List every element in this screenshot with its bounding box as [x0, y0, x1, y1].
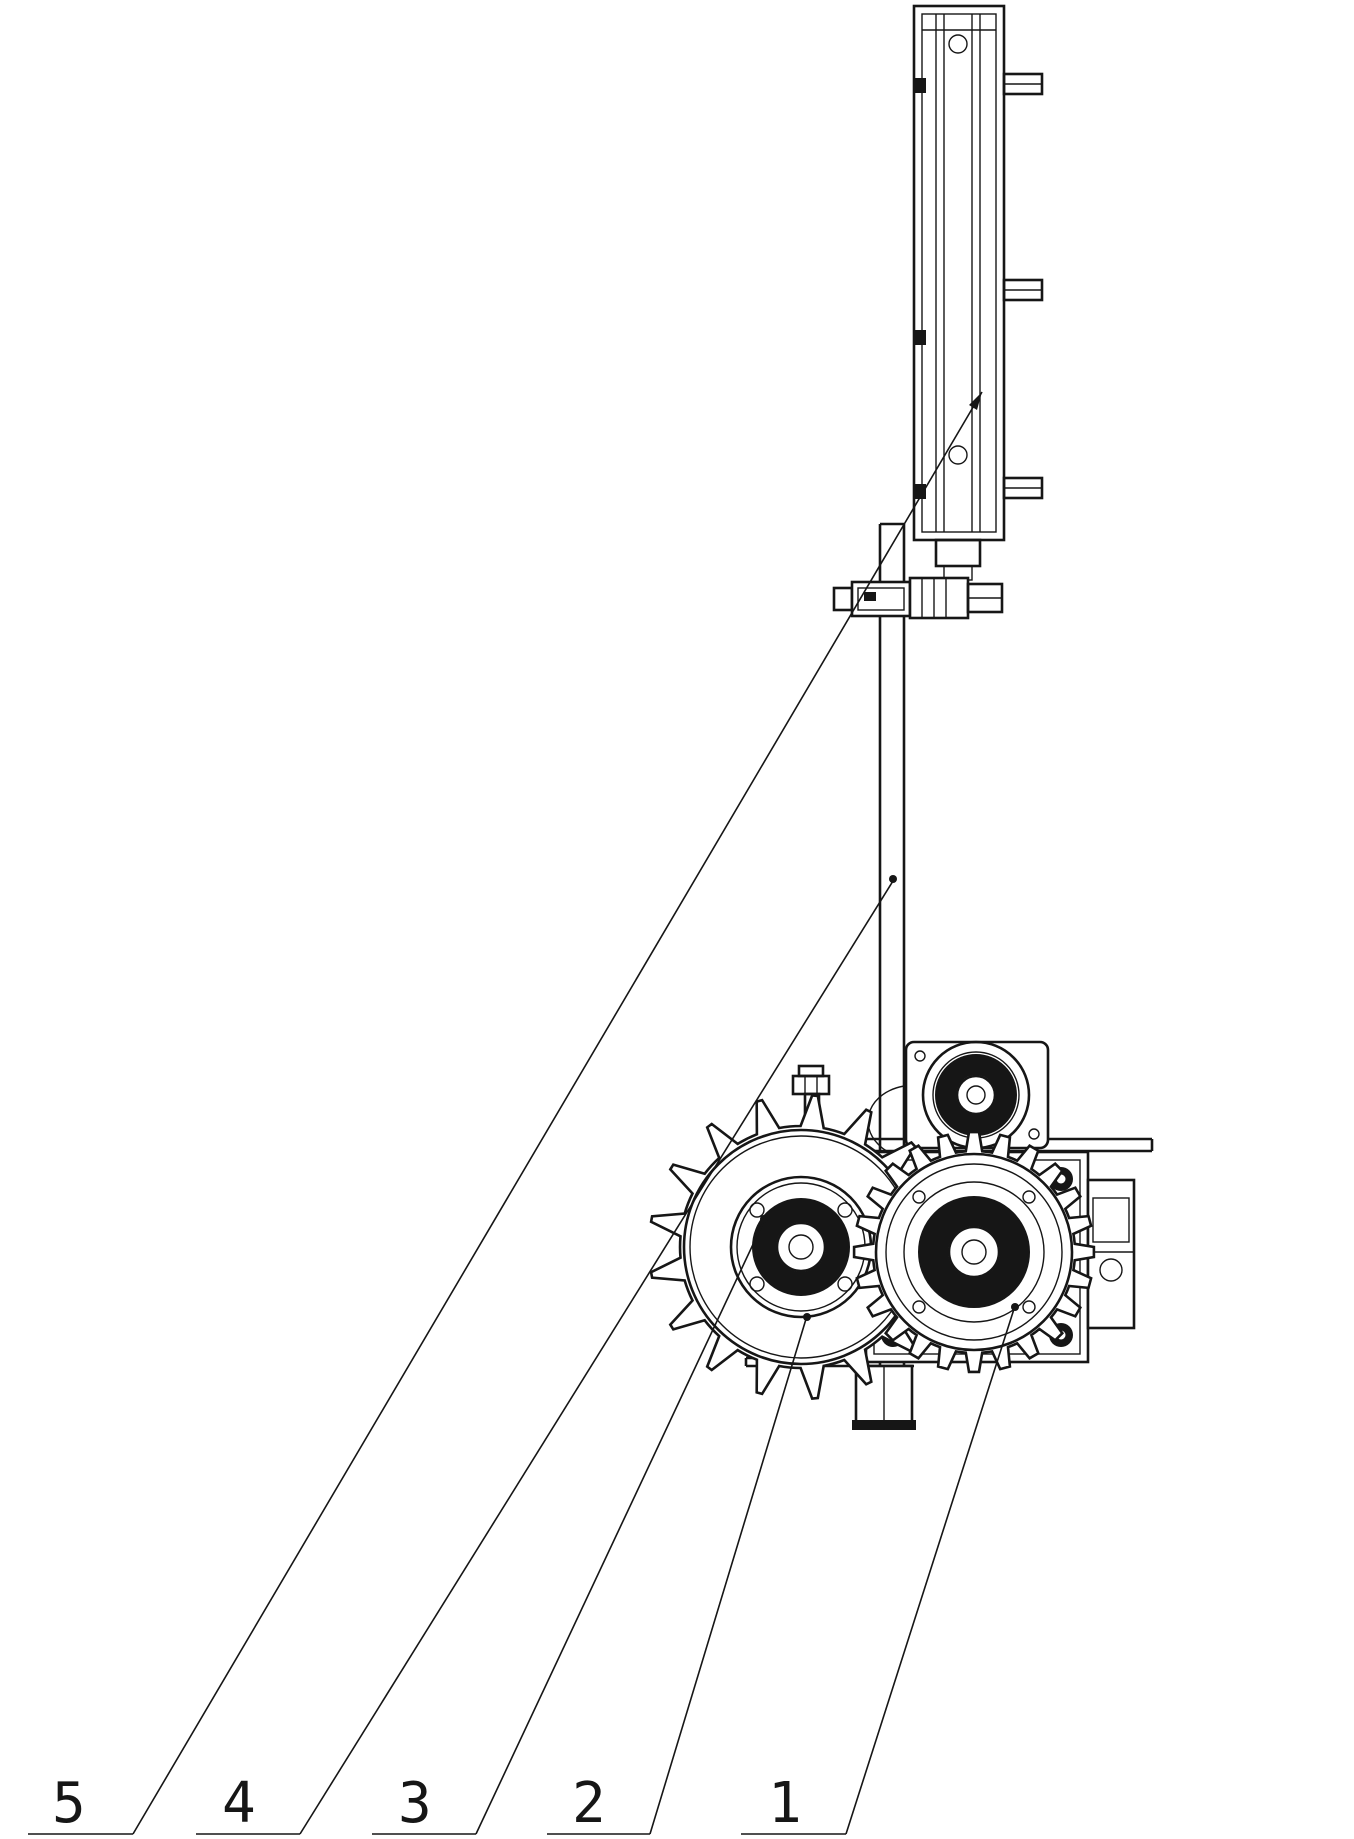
rail-foot: [934, 538, 982, 568]
sprocket-gear: [649, 1094, 955, 1400]
side-mount: [1086, 1178, 1136, 1330]
callout-label-1: 1: [768, 1771, 802, 1836]
callout-labels: 5 4 3 2 1: [52, 1771, 802, 1836]
callout-label-2: 2: [572, 1771, 606, 1836]
callout-label-5: 5: [52, 1771, 86, 1836]
rail-clamp-block: [914, 330, 926, 345]
sprocket-hub: [752, 1198, 850, 1296]
rail-assembly: [912, 4, 1044, 581]
leader-line-5: [132, 391, 983, 1835]
rail-hole-top: [948, 34, 968, 54]
drive-gear-assembly: [852, 1130, 1096, 1374]
callout-label-4: 4: [222, 1771, 256, 1836]
callout-label-3: 3: [398, 1771, 432, 1836]
hook-bracket: [867, 1085, 905, 1154]
rail-pin-middle: [1002, 278, 1044, 302]
rail-clamp-block: [914, 484, 926, 499]
rail-pin-top: [1002, 72, 1044, 96]
leader-line-2: [649, 1318, 807, 1835]
leader-arrow-5: [969, 392, 982, 410]
rail-hole-bottom: [948, 445, 968, 465]
leader-line-4: [299, 880, 894, 1835]
leader-line-3: [475, 1220, 765, 1835]
callout-leaders: [132, 391, 1019, 1835]
leader-line-1: [845, 1308, 1015, 1835]
rail-clamp-block: [914, 78, 926, 93]
rail-pin-bottom: [1002, 476, 1044, 500]
carriage-bracket: [832, 576, 1004, 620]
drive-gear-hub: [918, 1196, 1030, 1308]
tension-roller: [904, 1040, 1050, 1150]
